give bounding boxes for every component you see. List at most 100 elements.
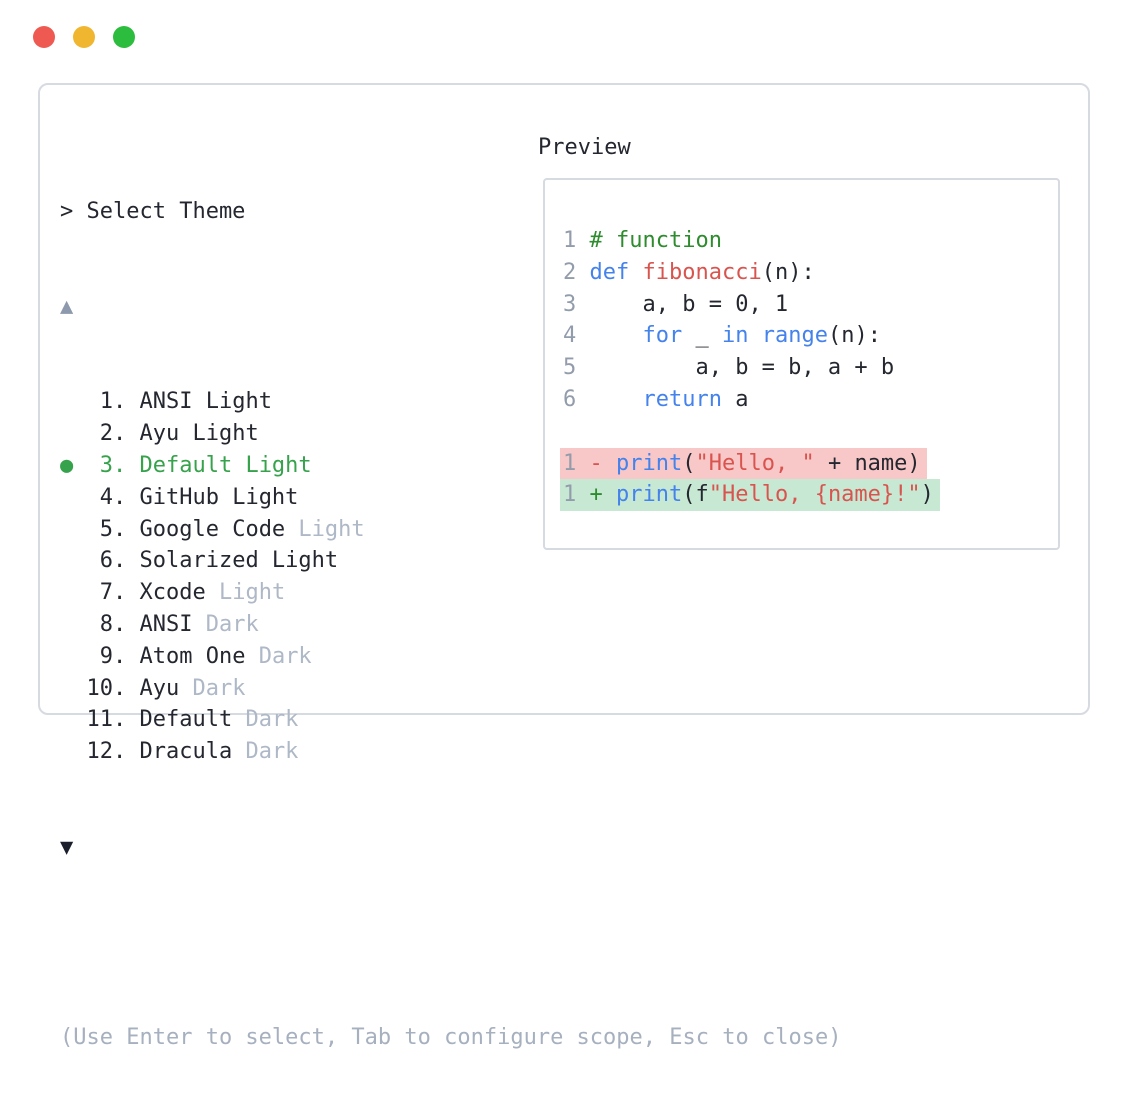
- item-number: 5.: [60, 516, 140, 542]
- item-number: 4.: [60, 484, 140, 510]
- code-token-plain: (f: [682, 482, 709, 508]
- theme-variant-label: Light: [285, 516, 365, 542]
- code-token-name: fibonacci: [642, 259, 762, 285]
- theme-variant-label: Dark: [232, 707, 299, 733]
- code-line: 5 a, b = b, a + b: [563, 352, 940, 384]
- code-line: 2 def fibonacci(n):: [563, 257, 940, 289]
- theme-list-item[interactable]: 6. Solarized Light: [60, 545, 841, 577]
- theme-list-item[interactable]: 11. Default Dark: [60, 704, 841, 736]
- code-token-plain: (n):: [827, 323, 881, 349]
- theme-name: Default Light: [139, 452, 312, 478]
- code-token-keyword: print: [616, 450, 683, 476]
- theme-name: Dracula: [139, 739, 233, 765]
- line-number: 3: [563, 291, 590, 317]
- item-number: 6.: [60, 548, 140, 574]
- maximize-button[interactable]: [113, 26, 135, 48]
- code-token-plain: [590, 323, 643, 348]
- theme-name: Ayu Light: [139, 421, 259, 447]
- theme-variant-label: Dark: [179, 675, 246, 701]
- theme-list-item[interactable]: 10. Ayu Dark: [60, 673, 841, 705]
- code-token-plain: _: [682, 323, 722, 349]
- theme-name: ANSI Light: [139, 389, 272, 415]
- code-token-keyword: range: [761, 323, 828, 349]
- theme-name: Xcode: [139, 580, 206, 606]
- line-number: 1: [563, 482, 590, 508]
- theme-list-item[interactable]: 1. ANSI Light: [60, 386, 841, 418]
- selected-bullet-icon: ● 3.: [60, 452, 140, 478]
- theme-picker-dialog: > Select Theme ▲ 1. ANSI Light 2. Ayu Li…: [38, 83, 1090, 1050]
- theme-variant-label: Dark: [232, 739, 299, 765]
- theme-variant-label: Dark: [192, 611, 259, 637]
- theme-name: GitHub Light: [139, 484, 299, 510]
- item-number: 2.: [60, 421, 140, 447]
- diff-removed-line: 1 - print("Hello, " + name): [560, 447, 940, 480]
- theme-list-item[interactable]: 5. Google Code Light: [60, 514, 841, 546]
- scroll-down-icon[interactable]: ▼: [60, 834, 74, 860]
- spacer-row: [60, 927, 841, 959]
- theme-select-prompt: > Select Theme: [60, 198, 246, 224]
- theme-name: Default: [139, 707, 233, 733]
- code-line: 6 return a: [563, 384, 940, 416]
- code-token-plain: + name): [814, 450, 921, 476]
- code-token-keyword: in: [721, 323, 749, 349]
- code-token-plain: a, b = 0, 1: [589, 291, 789, 317]
- item-number: 11.: [60, 707, 140, 733]
- code-token-keyword: return: [642, 386, 722, 412]
- theme-list-item[interactable]: 2. Ayu Light: [60, 418, 841, 450]
- line-number: 1: [563, 228, 590, 253]
- close-button[interactable]: [33, 26, 55, 48]
- code-token-keyword: def: [589, 259, 630, 285]
- item-number: 1.: [60, 389, 140, 415]
- minimize-button[interactable]: [73, 26, 95, 48]
- line-number: 4: [563, 323, 590, 349]
- code-token-comment: # function: [589, 228, 722, 253]
- theme-name: Solarized Light: [139, 548, 339, 574]
- code-token-plain: [748, 323, 761, 348]
- code-token-removed_sign: -: [589, 450, 616, 476]
- theme-name: ANSI: [139, 611, 193, 637]
- code-token-plain: a: [721, 386, 749, 412]
- item-number: 8.: [60, 611, 140, 637]
- theme-name: Atom One: [139, 643, 246, 669]
- line-number: 5: [563, 355, 590, 381]
- theme-variant-label: Light: [205, 580, 286, 606]
- line-number: 6: [563, 386, 590, 412]
- code-line: [563, 416, 940, 448]
- theme-list-item[interactable]: 12. Dracula Dark: [60, 736, 841, 768]
- code-line: 4 for _ in range(n):: [563, 320, 940, 352]
- code-token-plain: (: [682, 450, 696, 476]
- code-line: 1 # function: [563, 225, 940, 257]
- code-token-plain: ): [920, 482, 934, 508]
- theme-list-item[interactable]: 9. Atom One Dark: [60, 641, 841, 673]
- code-token-string: "Hello, {name}!": [708, 482, 921, 508]
- code-token-added_sign: +: [589, 482, 616, 508]
- theme-list-item[interactable]: 4. GitHub Light: [60, 482, 841, 514]
- code-token-plain: [629, 260, 642, 285]
- scroll-up-icon[interactable]: ▲: [60, 293, 74, 319]
- window-controls: [33, 26, 135, 48]
- code-token-keyword: print: [616, 482, 683, 508]
- preview-title: Preview: [538, 135, 631, 160]
- code-token-plain: [590, 387, 643, 412]
- help-text: (Use Enter to select, Tab to configure s…: [60, 1025, 842, 1051]
- code-token-keyword: for: [642, 323, 683, 349]
- code-line: 3 a, b = 0, 1: [563, 289, 940, 321]
- theme-variant-label: Dark: [245, 643, 312, 669]
- line-number: 1: [563, 450, 590, 476]
- theme-list-item[interactable]: 8. ANSI Dark: [60, 609, 841, 641]
- theme-list-item[interactable]: ● 3. Default Light: [60, 450, 841, 482]
- code-token-string: "Hello, ": [695, 450, 815, 476]
- theme-name: Ayu: [139, 675, 180, 701]
- diff-added-line: 1 + print(f"Hello, {name}!"): [560, 479, 940, 512]
- line-number: 2: [563, 259, 590, 285]
- code-token-plain: (n):: [761, 259, 815, 285]
- item-number: 10.: [60, 675, 140, 701]
- code-token-plain: a, b = b, a + b: [589, 355, 895, 381]
- item-number: 12.: [60, 739, 140, 765]
- item-number: 9.: [60, 643, 140, 669]
- theme-name: Google Code: [139, 516, 286, 542]
- item-number: 7.: [60, 580, 140, 606]
- theme-list-item[interactable]: 7. Xcode Light: [60, 577, 841, 609]
